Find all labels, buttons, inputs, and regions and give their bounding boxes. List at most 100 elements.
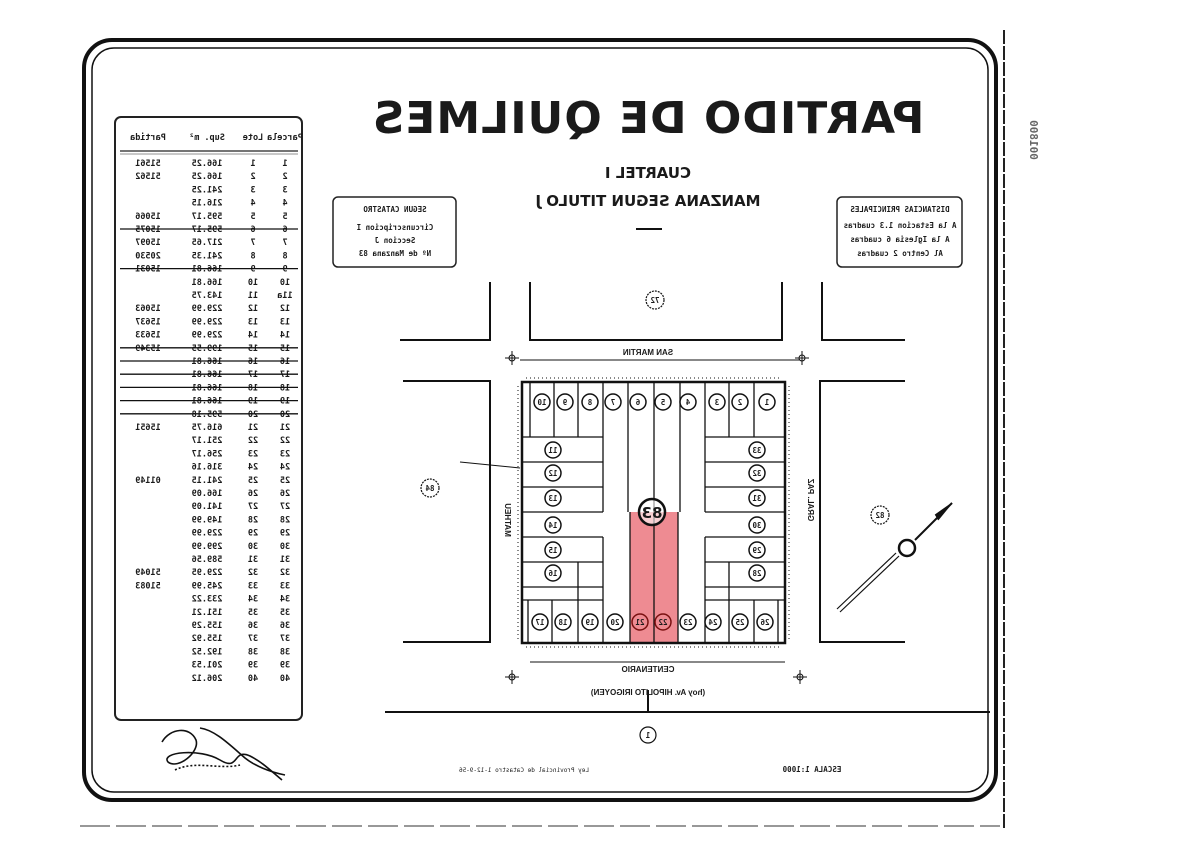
table-cell: 9 — [250, 265, 255, 275]
lot-26[interactable]: 26 — [756, 613, 774, 631]
lot-33[interactable]: 33 — [748, 441, 766, 459]
table-cell: 21 — [280, 423, 290, 433]
lot-24[interactable]: 24 — [704, 613, 722, 631]
lot-25[interactable]: 25 — [731, 613, 749, 631]
lot-22[interactable]: 22 — [654, 613, 672, 631]
catastro-box: SEGUN CATASTRO Circunscripcion I Seccion… — [332, 196, 457, 268]
lot-number: 31 — [752, 494, 762, 503]
table-cell: 37 — [280, 634, 290, 644]
lot-4[interactable]: 4 — [679, 393, 697, 411]
table-cell: 3 — [250, 185, 255, 195]
lot-17[interactable]: 17 — [531, 613, 549, 631]
lot-14[interactable]: 14 — [544, 516, 562, 534]
table-cell: 32 — [280, 568, 290, 578]
lot-13[interactable]: 13 — [544, 489, 562, 507]
lot-31[interactable]: 31 — [748, 489, 766, 507]
street-south: CENTENARIO — [622, 665, 675, 674]
table-cell: 15651 — [135, 423, 161, 433]
lot-marker — [679, 613, 697, 631]
table-cell: 155.92 — [192, 634, 223, 644]
table-cell: 6 — [282, 225, 287, 235]
table-cell: 166.81 — [192, 265, 223, 275]
table-cell: 38 — [280, 647, 290, 657]
lot-number: 14 — [548, 521, 558, 530]
lot-6[interactable]: 6 — [629, 393, 647, 411]
lot-9[interactable]: 9 — [556, 393, 574, 411]
lot-15[interactable]: 15 — [544, 541, 562, 559]
lot-8[interactable]: 8 — [581, 393, 599, 411]
lot-21[interactable]: 21 — [631, 613, 649, 631]
lot-number: 1 — [764, 398, 769, 407]
lot-marker — [758, 393, 776, 411]
catastro-heading: SEGUN CATASTRO — [363, 205, 427, 214]
lot-2[interactable]: 2 — [731, 393, 749, 411]
inner-frame — [91, 47, 989, 793]
lot-1[interactable]: 1 — [758, 393, 776, 411]
lot-marker — [748, 441, 766, 459]
lot-23[interactable]: 23 — [679, 613, 697, 631]
table-cell: 166.25 — [192, 159, 223, 169]
lot-7[interactable]: 7 — [604, 393, 622, 411]
lot-28[interactable]: 28 — [748, 564, 766, 582]
lot-marker — [748, 464, 766, 482]
lot-11[interactable]: 11 — [544, 441, 562, 459]
lot-5[interactable]: 5 — [654, 393, 672, 411]
table-cell: 35 — [280, 608, 290, 618]
table-cell: 36 — [280, 621, 290, 631]
lot-30[interactable]: 30 — [748, 516, 766, 534]
table-cell: 23 — [248, 449, 258, 459]
lot-marker — [544, 441, 562, 459]
lot-20[interactable]: 20 — [606, 613, 624, 631]
table-cell: 229.95 — [192, 568, 223, 578]
lot-number: 9 — [562, 398, 567, 407]
lot-3[interactable]: 3 — [708, 393, 726, 411]
lot-16[interactable]: 16 — [544, 564, 562, 582]
table-cell: 9 — [282, 265, 287, 275]
lot-10[interactable]: 10 — [533, 393, 551, 411]
table-cell: 18 — [280, 383, 290, 393]
lot-number: 15 — [548, 546, 557, 555]
lot-marker — [604, 393, 622, 411]
table-cell: 20530 — [135, 251, 161, 261]
table-cell: 241.35 — [192, 251, 223, 261]
table-cell: 38 — [248, 647, 258, 657]
table-cell: 33 — [280, 581, 290, 591]
table-cell: 595.18 — [192, 410, 223, 420]
table-cell: 25 — [280, 476, 290, 486]
table-cell: 23 — [280, 449, 290, 459]
svg-text:72: 72 — [650, 296, 659, 305]
lot-19[interactable]: 19 — [581, 613, 599, 631]
table-cell: 28 — [280, 515, 290, 525]
lot-marker — [554, 613, 572, 631]
table-cell: 01149 — [135, 476, 161, 486]
lot-marker — [731, 613, 749, 631]
lot-32[interactable]: 32 — [748, 464, 766, 482]
lot-29[interactable]: 29 — [748, 541, 766, 559]
table-cell: 166.25 — [192, 172, 223, 182]
svg-text:83: 83 — [642, 504, 663, 522]
table-cell: 6 — [250, 225, 255, 235]
lot-18[interactable]: 18 — [554, 613, 572, 631]
table-cell: 201.53 — [192, 661, 223, 671]
table-cell: 20 — [280, 410, 290, 420]
lot-12[interactable]: 12 — [544, 464, 562, 482]
table-cell: 11 — [248, 291, 258, 301]
table-cell: 7 — [282, 238, 287, 248]
street-north: SAN MARTIN — [623, 348, 673, 357]
